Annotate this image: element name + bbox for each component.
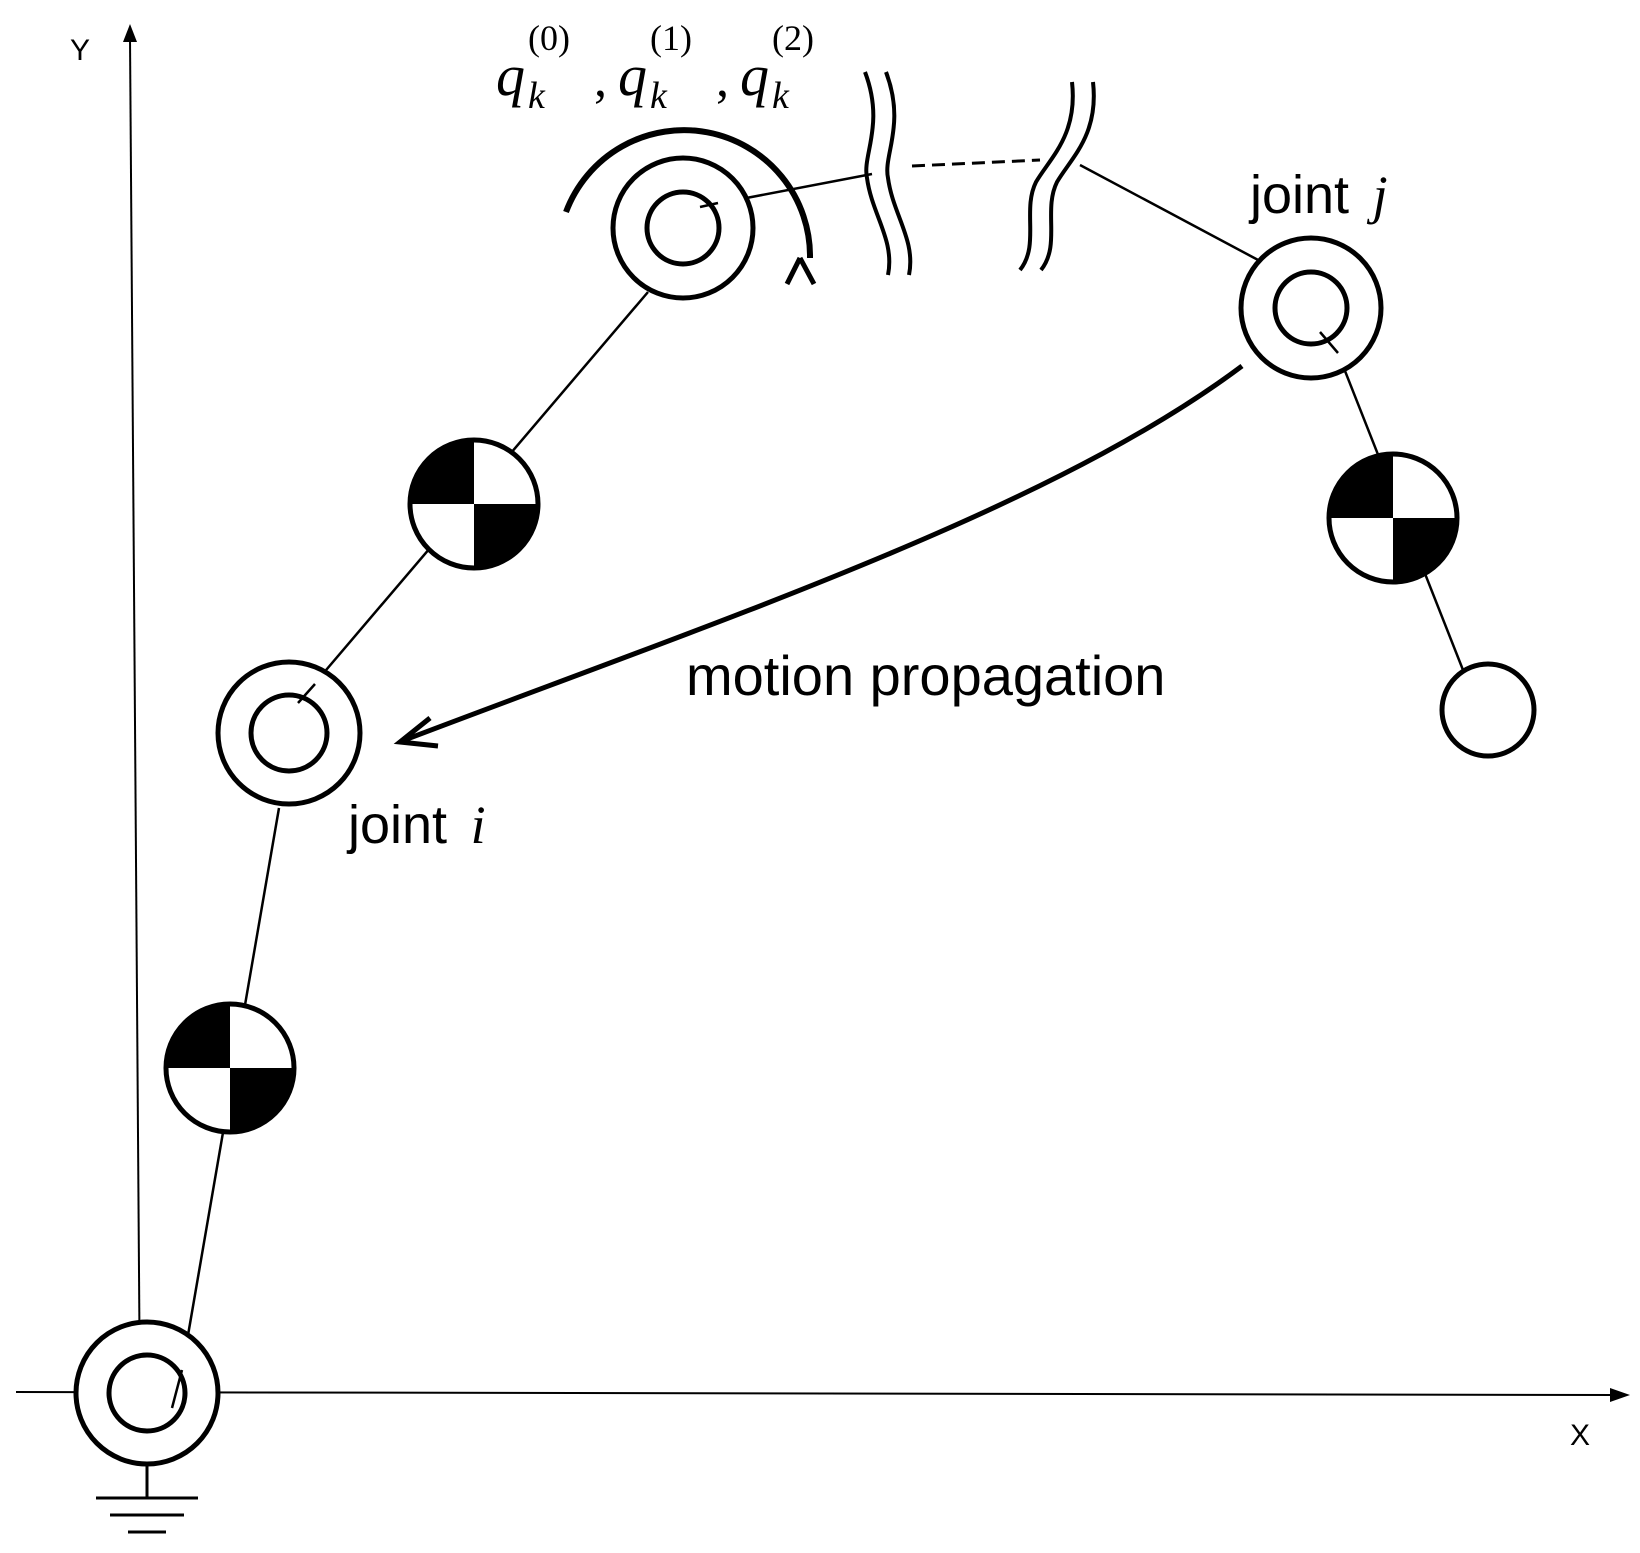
q0-sup: (0) <box>528 18 570 58</box>
rotation-arrow <box>563 127 817 286</box>
q2-var: q <box>740 43 769 108</box>
q0-var: q <box>496 43 525 108</box>
x-axis-label: X <box>1570 1419 1590 1452</box>
q1-var: q <box>618 43 647 108</box>
joint-j-word: joint <box>1248 165 1349 225</box>
center-of-mass-icon-2 <box>407 437 541 571</box>
joint-k <box>610 155 756 301</box>
joint-j <box>1238 235 1384 381</box>
joint-i <box>215 659 363 807</box>
center-of-mass-icon-3 <box>1326 451 1460 585</box>
x-axis <box>15 1388 1630 1402</box>
sep-1: , <box>594 51 607 108</box>
ground-icon <box>96 1464 198 1534</box>
base-joint <box>73 1319 221 1467</box>
center-of-mass-icon-1 <box>163 1001 297 1135</box>
joint-variable-equation: q k (0) , q k (1) , q k (2) <box>496 18 814 117</box>
end-effector <box>1439 661 1537 759</box>
q2-sup: (2) <box>772 18 814 58</box>
y-axis-arrowhead <box>123 24 137 42</box>
link-break-to-joint-j <box>1079 163 1261 263</box>
q1-sup: (1) <box>650 18 692 58</box>
joint-i-var: i <box>471 795 486 855</box>
q1-sub: k <box>650 75 668 117</box>
joint-j-label: joint j <box>1248 165 1388 225</box>
x-axis-arrowhead <box>1610 1388 1630 1402</box>
sep-2: , <box>716 51 729 108</box>
q0-sub: k <box>528 75 546 117</box>
link-break-symbol <box>863 71 1096 276</box>
y-axis-label: Y <box>70 34 90 67</box>
joint-j-var: j <box>1367 165 1388 225</box>
q2-sub: k <box>772 75 790 117</box>
joint-i-label: joint i <box>346 795 486 855</box>
motion-propagation-arrow <box>393 363 1244 749</box>
motion-propagation-label: motion propagation <box>686 644 1165 707</box>
y-axis <box>123 24 141 1409</box>
joint-i-word: joint <box>346 795 447 855</box>
